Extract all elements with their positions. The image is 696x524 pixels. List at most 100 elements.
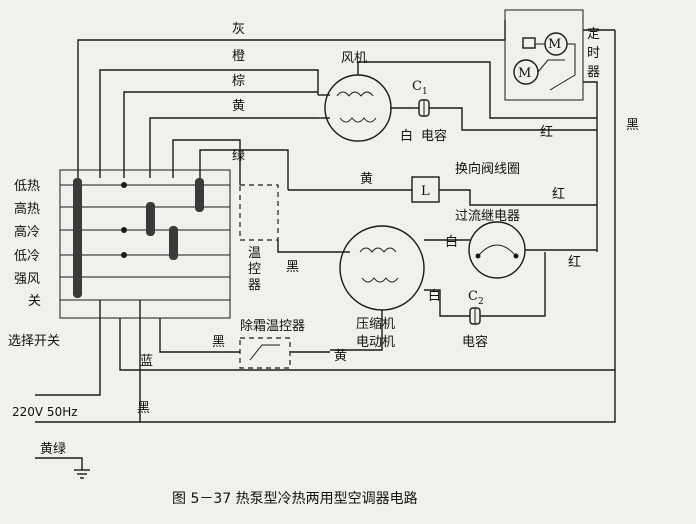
wire-brown <box>123 91 318 178</box>
fan-motor <box>318 61 597 142</box>
switch-contact-bar <box>195 178 204 212</box>
label-thermostat-2: 控 <box>248 262 261 277</box>
compressor-lead-yellow <box>330 310 383 351</box>
junction-dot <box>121 182 127 188</box>
timer-frame <box>504 9 584 101</box>
fan-winding <box>336 91 374 97</box>
relay-contact <box>513 253 519 259</box>
defrost-lead-blue <box>159 318 240 353</box>
label-c1: C1 <box>412 79 428 97</box>
defrost-box <box>239 337 291 369</box>
wire-yellow <box>149 117 318 178</box>
power-lead-black <box>140 370 616 423</box>
label-blue: 蓝 <box>140 354 153 369</box>
switch-position-label: 低冷 <box>14 249 40 264</box>
switch-position-label: 高热 <box>14 201 40 217</box>
switch-contact-bar <box>146 202 155 236</box>
label-defrost: 除霜温控器 <box>240 319 305 334</box>
label-timer-2: 时 <box>587 46 600 61</box>
label-yellow: 黄 <box>232 99 245 114</box>
label-motor-m: M <box>518 66 531 81</box>
label-gray: 灰 <box>232 22 245 37</box>
label-orange: 橙 <box>232 49 245 64</box>
switch-position-label: 强风 <box>14 272 40 287</box>
label-motor-m: M <box>548 37 561 52</box>
label-black-thermo: 黑 <box>286 260 299 275</box>
reversing-valve <box>288 176 597 206</box>
label-switch-title: 选择开关 <box>8 334 60 349</box>
selector-switch <box>59 169 231 319</box>
label-white-fan: 白 <box>400 128 413 144</box>
relay-contact <box>475 253 481 259</box>
label-valve-l: L <box>421 184 430 199</box>
fan-motor-circle <box>324 74 392 142</box>
defrost-thermostat <box>159 318 330 369</box>
label-green: 绿 <box>232 149 245 164</box>
compressor-winding <box>361 277 399 283</box>
switch-contact-bar <box>73 178 82 298</box>
defrost-contact <box>249 344 280 361</box>
label-capacitor-fan: 电容 <box>421 128 447 144</box>
label-brown: 棕 <box>232 74 245 89</box>
capacitor-c2 <box>469 252 546 325</box>
thermostat-box <box>239 184 279 241</box>
label-c2: C2 <box>468 289 484 307</box>
label-thermostat-3: 器 <box>248 278 261 293</box>
label-overload-relay: 过流继电器 <box>455 209 520 224</box>
c2-lead <box>480 252 546 317</box>
junction-dot <box>121 252 127 258</box>
label-black-right: 黑 <box>626 118 639 133</box>
thermostat <box>239 165 340 253</box>
label-black-defrost: 黑 <box>212 335 225 350</box>
figure-caption: 图 5－37 热泵型冷热两用型空调器电路 <box>172 491 418 507</box>
timer <box>504 9 598 118</box>
label-timer-1: 定 <box>587 27 600 42</box>
timer-out <box>583 81 598 118</box>
right-bus <box>119 29 616 371</box>
label-white-comp: 白 <box>428 288 441 304</box>
label-yellow-defrost: 黄 <box>334 349 347 364</box>
label-capacitor-comp: 电容 <box>462 334 488 350</box>
capacitor-c1 <box>412 99 597 131</box>
ground-lead <box>35 457 83 470</box>
fan-lead-red <box>357 61 597 119</box>
label-yellow-valve: 黄 <box>360 172 373 187</box>
compressor <box>330 225 470 351</box>
wire-orange <box>99 69 319 178</box>
switch-frame <box>59 169 231 319</box>
label-timer-3: 器 <box>587 65 600 80</box>
power-lead <box>35 300 101 396</box>
timer-coil <box>522 37 536 49</box>
label-black-bottom: 黑 <box>137 401 150 416</box>
overload-relay <box>468 221 597 279</box>
label-white-relay: 白 <box>445 234 458 250</box>
timer-contact <box>549 43 576 91</box>
junction-dot <box>121 227 127 233</box>
label-compressor-2: 电动机 <box>356 335 395 350</box>
relay-bimetal <box>477 244 517 257</box>
wire-extra <box>199 149 289 190</box>
label-red-fan: 红 <box>540 124 553 140</box>
wire-green <box>172 139 241 178</box>
label-power: 220V 50Hz <box>12 405 78 419</box>
wire-gray <box>77 20 506 178</box>
compressor-winding <box>359 247 397 253</box>
compressor-lead-white <box>424 289 470 317</box>
black-bus <box>119 30 616 371</box>
label-red-relay: 红 <box>568 254 581 270</box>
thermostat-lead-black <box>277 240 340 253</box>
power-input <box>35 300 616 479</box>
label-compressor-1: 压缩机 <box>356 316 395 332</box>
fan-winding <box>339 117 377 123</box>
compressor-circle <box>339 225 425 311</box>
label-fan: 风机 <box>341 51 367 66</box>
switch-position-label: 高冷 <box>14 224 40 240</box>
label-thermostat-1: 温 <box>248 246 261 261</box>
switch-contact-bar <box>169 226 178 260</box>
feed-wires <box>77 20 506 190</box>
label-red-valve: 红 <box>552 186 565 202</box>
valve-lead-red <box>439 189 597 206</box>
relay-circle <box>468 221 526 279</box>
timer-link <box>537 59 565 73</box>
